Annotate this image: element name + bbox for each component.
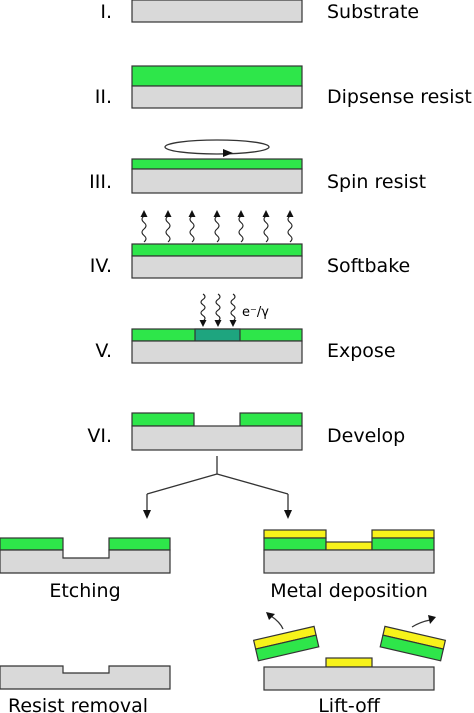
step-3-numeral: III. (89, 171, 112, 193)
resist-layer (131, 65, 303, 87)
exposure-wave-arrow-2 (214, 293, 222, 327)
step-1-numeral: I. (100, 1, 112, 23)
spin-arrowhead (223, 149, 233, 157)
step-2-dispense-resist (131, 65, 303, 109)
substrate-layer (131, 168, 303, 194)
step-4-label: Softbake (327, 255, 410, 277)
metal-on-resist-right (371, 529, 435, 539)
substrate-layer (131, 85, 303, 109)
resist-right (239, 412, 303, 427)
substrate-layer (131, 0, 303, 23)
heat-wave-arrow-5 (237, 210, 245, 243)
heat-wave-arrow-2 (164, 210, 172, 243)
step-5-expose: e⁻/γ (131, 293, 303, 364)
etching-label: Etching (49, 580, 120, 602)
substrate-layer (131, 340, 303, 364)
heat-wave-arrow-1 (140, 210, 148, 243)
step-2-label: Dipsense resist (327, 86, 472, 108)
step-6-label: Develop (327, 425, 405, 447)
substrate-layer (131, 255, 303, 279)
step-4-softbake (131, 210, 303, 279)
heat-wave-arrow-6 (262, 210, 270, 243)
branch-arrows (143, 456, 292, 519)
lifted-resist-right (379, 625, 447, 662)
step-1-label: Substrate (327, 1, 419, 23)
resist-removal-structure (0, 665, 171, 690)
resist-removal-label: Resist removal (8, 695, 148, 713)
etched-substrate (0, 665, 171, 690)
step-5-label: Expose (327, 340, 396, 362)
arrowhead-right (284, 510, 292, 519)
step-6-numeral: VI. (87, 425, 112, 447)
exposure-wave-arrow-3 (229, 293, 237, 327)
step-1-substrate (131, 0, 303, 23)
metal-on-resist-left (263, 529, 327, 539)
exposed-resist-region (194, 328, 241, 342)
resist-right (108, 537, 171, 551)
step-2-numeral: II. (95, 86, 112, 108)
substrate-layer (263, 666, 435, 691)
lift-arrowhead-left (266, 612, 275, 620)
exposure-wave-arrows (199, 293, 237, 327)
resist-layer (131, 158, 303, 170)
lift-arrow-right (411, 619, 431, 628)
resist-left (0, 537, 64, 551)
heat-wave-arrows (140, 210, 294, 243)
heat-wave-arrow-7 (286, 210, 294, 243)
lift-off-structure (252, 612, 447, 691)
step-4-numeral: IV. (90, 255, 112, 277)
resist-left (131, 412, 195, 427)
heat-wave-arrow-4 (213, 210, 221, 243)
exposure-annotation: e⁻/γ (242, 305, 269, 320)
lift-arrowhead-right (428, 615, 436, 624)
resist-right (371, 537, 435, 551)
metal-deposition-label: Metal deposition (270, 580, 428, 602)
step-5-numeral: V. (95, 340, 112, 362)
spin-rotation-arrow (164, 139, 270, 155)
heat-wave-arrow-3 (188, 210, 196, 243)
lift-off-label: Lift-off (318, 695, 381, 713)
substrate-layer (263, 549, 435, 574)
step-6-develop (131, 412, 303, 451)
metal-feature (325, 657, 373, 668)
exposure-wave-arrow-1 (199, 293, 207, 327)
lift-arrow-left (270, 615, 284, 630)
metal-in-opening (325, 541, 373, 551)
etched-substrate (0, 549, 171, 574)
lifted-resist-left (252, 625, 320, 662)
step-3-label: Spin resist (327, 171, 426, 193)
metal-deposition-structure (263, 529, 435, 574)
etching-structure (0, 537, 171, 574)
substrate-layer (131, 425, 303, 451)
step-3-spin-resist (131, 139, 303, 194)
resist-left (263, 537, 327, 551)
arrowhead-left (143, 510, 151, 519)
resist-layer (131, 243, 303, 257)
